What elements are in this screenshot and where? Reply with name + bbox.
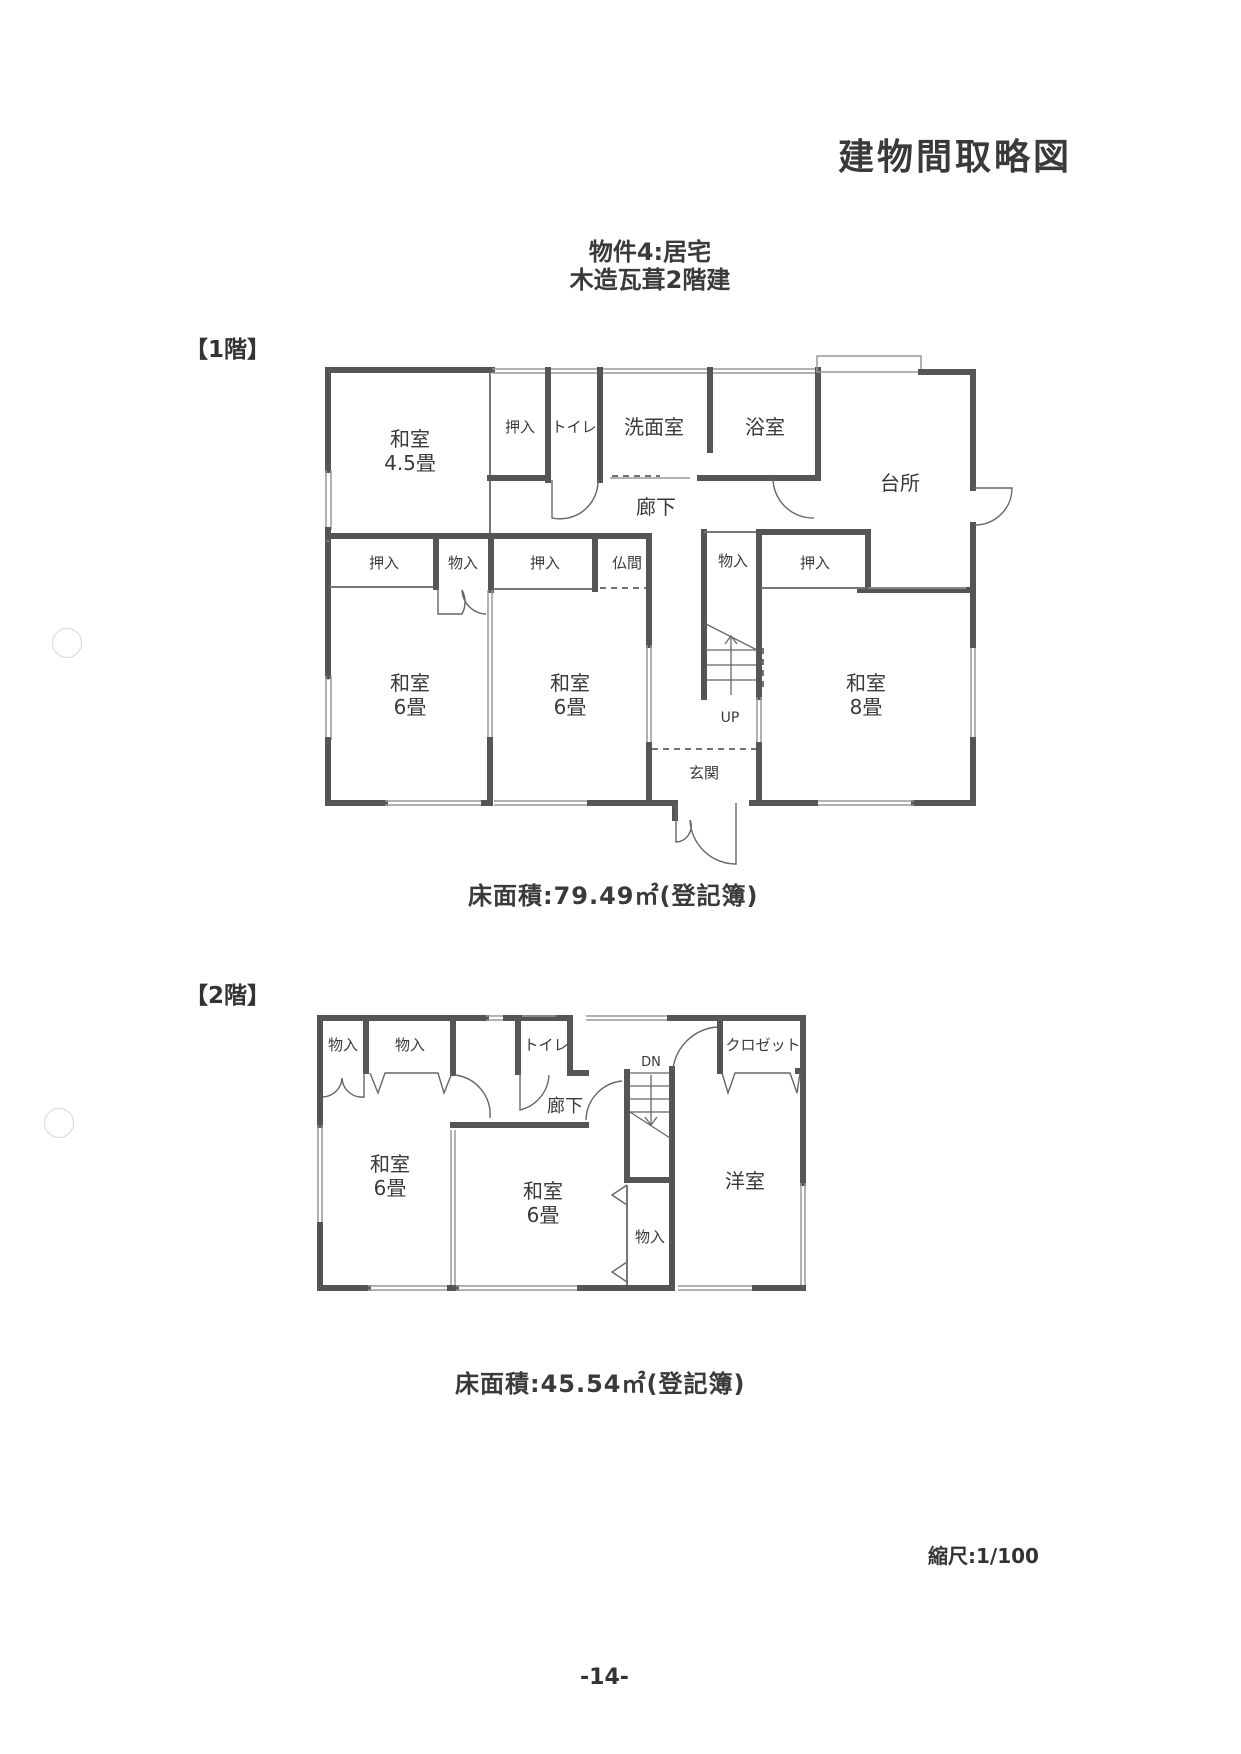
room-washitsu-6-size: 6畳: [394, 695, 427, 719]
room-butsuma: 仏間: [612, 554, 642, 572]
room-senmenshitsu: 洗面室: [624, 415, 684, 439]
floor2-area: 床面積:45.54㎡(登記簿): [455, 1370, 746, 1398]
room-genkan: 玄関: [689, 764, 719, 782]
floor2-label: 【2階】: [185, 983, 271, 1009]
room-daidokoro: 台所: [880, 471, 920, 495]
room-rouka: 廊下: [547, 1096, 583, 1117]
room-oshiire: 押入: [505, 418, 535, 436]
room-monoire: 物入: [328, 1036, 358, 1054]
room-washitsu-4-5-size: 4.5畳: [384, 451, 436, 475]
stairs-down-label: DN: [641, 1055, 661, 1070]
room-oshiire: 押入: [800, 554, 830, 572]
room-monoire: 物入: [635, 1228, 665, 1246]
room-washitsu-6: 和室: [523, 1179, 563, 1203]
room-monoire: 物入: [718, 552, 748, 570]
room-oshiire: 押入: [530, 554, 560, 572]
room-rouka: 廊下: [636, 495, 676, 519]
building-structure: 木造瓦葺2階建: [569, 266, 731, 294]
room-monoire: 物入: [448, 554, 478, 572]
room-washitsu-6: 和室: [370, 1152, 410, 1176]
room-toilet: トイレ: [523, 1036, 568, 1054]
floor1-area: 床面積:79.49㎡(登記簿): [468, 882, 759, 910]
room-washitsu-8-size: 8畳: [850, 695, 883, 719]
property-description: 物件4:居宅: [588, 238, 712, 266]
punch-hole: [52, 628, 82, 658]
punch-hole: [44, 1108, 74, 1138]
room-washitsu-6-size: 6畳: [374, 1176, 407, 1200]
room-washitsu-6: 和室: [550, 671, 590, 695]
floor1-label: 【1階】: [185, 337, 271, 363]
floor1-plan: [325, 355, 1013, 865]
room-toilet: トイレ: [551, 418, 596, 436]
scale-label: 縮尺:1/100: [928, 1544, 1039, 1568]
room-washitsu-8: 和室: [846, 671, 886, 695]
room-washitsu-6-size: 6畳: [527, 1203, 560, 1227]
room-washitsu-6-size: 6畳: [554, 695, 587, 719]
floor2-plan: [317, 1015, 806, 1291]
stairs-up-label: UP: [721, 710, 740, 726]
room-washitsu-4-5: 和室: [390, 427, 430, 451]
document-title: 建物間取略図: [838, 137, 1073, 178]
room-oshiire: 押入: [369, 554, 399, 572]
room-monoire: 物入: [395, 1036, 425, 1054]
room-closet: クロゼット: [725, 1036, 800, 1054]
room-yokushitsu: 浴室: [745, 415, 785, 439]
room-youshitsu: 洋室: [725, 1169, 765, 1193]
room-washitsu-6: 和室: [390, 671, 430, 695]
page-number: -14-: [580, 1665, 629, 1690]
